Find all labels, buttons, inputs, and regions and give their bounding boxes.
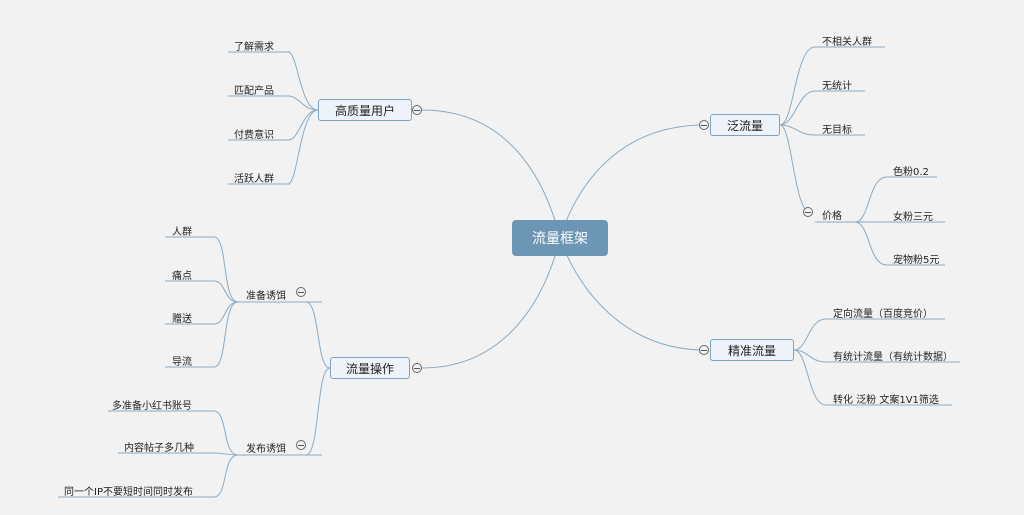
node-broad-traffic[interactable]: 泛流量: [710, 114, 780, 136]
node-traffic-ops[interactable]: 流量操作: [330, 357, 410, 379]
collapse-toggle-icon[interactable]: [412, 105, 422, 115]
leaf-item[interactable]: 无目标: [822, 125, 852, 136]
leaf-item[interactable]: 活跃人群: [234, 174, 274, 185]
collapse-toggle-icon[interactable]: [699, 120, 709, 130]
link-broad-1: [779, 46, 816, 126]
subnode-price[interactable]: 价格: [822, 211, 842, 222]
node-precise-traffic[interactable]: 精准流量: [710, 339, 794, 361]
collapse-toggle-icon[interactable]: [803, 207, 813, 217]
link-center-traffic-ops: [421, 237, 561, 369]
collapse-toggle-icon[interactable]: [412, 363, 422, 373]
collapse-toggle-icon[interactable]: [296, 440, 306, 450]
subnode-publish-bait[interactable]: 发布诱饵: [246, 444, 286, 455]
link-prep-4: [213, 301, 239, 368]
link-hq-2: [287, 95, 319, 111]
center-node[interactable]: 流量框架: [512, 220, 608, 256]
leaf-item[interactable]: 同一个IP不要短时间同时发布: [64, 487, 193, 498]
link-broad-3: [779, 124, 816, 136]
leaf-item[interactable]: 有统计流量（有统计数据）: [833, 352, 953, 363]
leaf-item[interactable]: 不相关人群: [822, 37, 872, 48]
link-precise-3: [793, 349, 827, 406]
link-precise-2: [793, 349, 827, 363]
leaf-item[interactable]: 付费意识: [234, 130, 274, 141]
link-broad-2: [779, 90, 816, 126]
leaf-item[interactable]: 内容帖子多几种: [124, 443, 194, 454]
leaf-item[interactable]: 无统计: [822, 81, 852, 92]
link-pub-3: [213, 454, 239, 498]
link-ops-publish: [305, 367, 331, 456]
node-high-quality-users[interactable]: 高质量用户: [318, 99, 412, 121]
subnode-prepare-bait[interactable]: 准备诱饵: [246, 291, 286, 302]
link-prep-2: [213, 280, 239, 303]
leaf-item[interactable]: 多准备小红书账号: [112, 401, 192, 412]
leaf-item[interactable]: 转化 泛粉 文案1V1筛选: [833, 395, 939, 406]
link-hq-4: [287, 109, 319, 185]
link-price-3: [854, 221, 888, 266]
leaf-item[interactable]: 匹配产品: [234, 86, 274, 97]
leaf-item[interactable]: 人群: [172, 227, 192, 238]
link-center-high-quality: [421, 109, 561, 239]
link-hq-1: [287, 51, 319, 111]
leaf-item[interactable]: 定向流量（百度竞价）: [833, 309, 933, 320]
leaf-item[interactable]: 宠物粉5元: [893, 255, 940, 266]
link-prep-3: [213, 301, 239, 325]
collapse-toggle-icon[interactable]: [296, 287, 306, 297]
link-center-precise: [559, 237, 706, 351]
leaf-item[interactable]: 了解需求: [234, 42, 274, 53]
leaf-item[interactable]: 导流: [172, 357, 192, 368]
link-center-broad: [559, 124, 706, 239]
leaf-item[interactable]: 赠送: [172, 314, 192, 325]
collapse-toggle-icon[interactable]: [699, 345, 709, 355]
leaf-item[interactable]: 痛点: [172, 271, 192, 282]
link-pub-1: [213, 410, 239, 456]
link-ops-prepare: [305, 301, 331, 369]
link-price-1: [854, 176, 888, 223]
link-broad-price: [779, 124, 811, 213]
leaf-item[interactable]: 色粉0.2: [893, 167, 929, 178]
leaf-item[interactable]: 女粉三元: [893, 212, 933, 223]
link-precise-1: [793, 318, 827, 351]
link-prep-1: [213, 236, 239, 303]
